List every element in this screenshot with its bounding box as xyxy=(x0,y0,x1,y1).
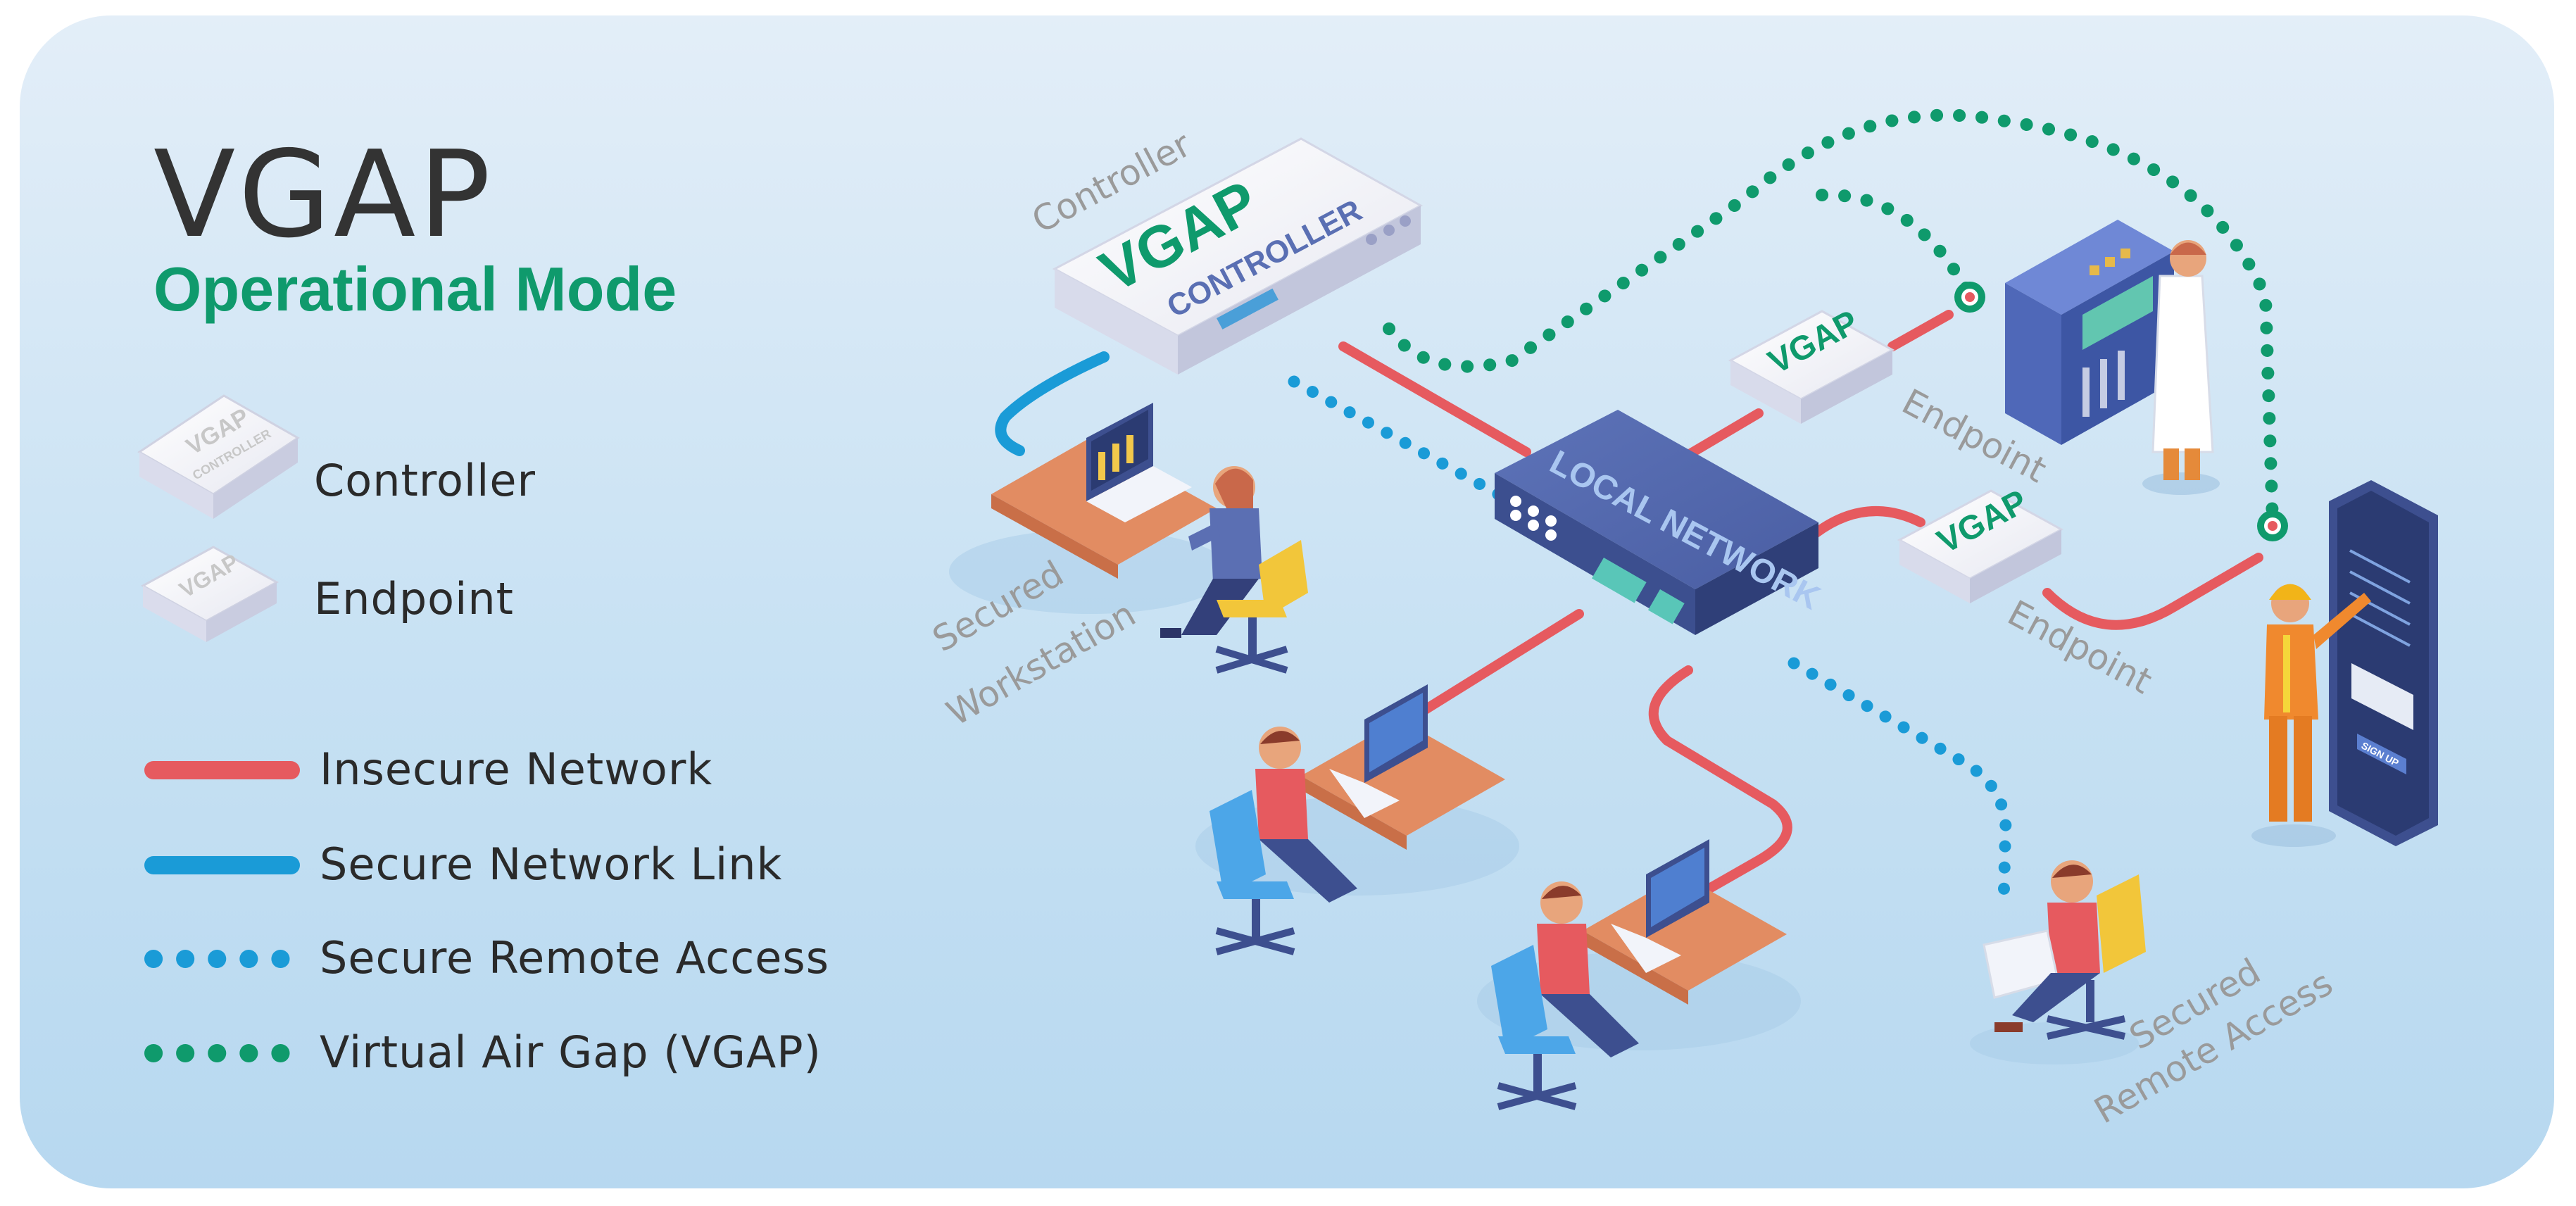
legend-secure-link-label: Secure Network Link xyxy=(320,838,783,890)
page-subtitle: Operational Mode xyxy=(153,254,677,324)
local-network-switch: LOCAL NETWORK xyxy=(1495,410,1826,635)
insecure-desk-2 xyxy=(1477,839,1801,1110)
endpoint-top-device: VGAP Endpoint xyxy=(1728,303,2053,491)
diagram-card: VGAP Operational Mode Controller Endpoin… xyxy=(20,15,2554,1188)
insecure-line-controller-switch xyxy=(1338,341,1531,457)
legend-insecure-label: Insecure Network xyxy=(320,743,713,795)
technician-figure xyxy=(2251,584,2371,847)
legend-controller-icon: VGAP CONTROLLER xyxy=(137,394,300,519)
secured-remote-access: Secured Remote Access xyxy=(1970,860,2339,1131)
insecure-line-switch-endpoint-top xyxy=(1676,408,1764,464)
scientist-figure xyxy=(2142,240,2220,495)
insecure-line-switch-desk2 xyxy=(1648,665,1792,893)
insecure-line-switch-endpoint-mid xyxy=(1807,506,1925,541)
vgap-connection-nodes xyxy=(1954,282,2288,541)
vgap-controller-device: VGAP CONTROLLER Controller xyxy=(1025,124,1424,375)
endpoint-mid-label: Endpoint xyxy=(2001,592,2159,702)
insecure-desk-1 xyxy=(1195,684,1519,955)
industrial-control-machine xyxy=(2005,220,2174,445)
secure-remote-access-lines xyxy=(1288,375,2012,909)
legend-controller-label: Controller xyxy=(314,455,536,506)
legend-vgap-label: Virtual Air Gap (VGAP) xyxy=(320,1026,822,1078)
network-diagram: VGAP CONTROLLER VGAP xyxy=(137,108,2438,1131)
insecure-line-endpoint-mid-worker xyxy=(2042,553,2263,630)
legend-endpoint-label: Endpoint xyxy=(314,573,514,624)
remote-access-line-switch-remote xyxy=(1788,657,2012,909)
insecure-network-lines xyxy=(1338,310,2263,893)
endpoint-mid-device: VGAP Endpoint xyxy=(1897,483,2159,702)
vgap-lines xyxy=(1383,108,2279,529)
legend-endpoint-icon: VGAP xyxy=(140,546,279,642)
secured-workstation: Secured Workstation xyxy=(926,403,1308,734)
insecure-line-endpoint-top-machine xyxy=(1887,310,1954,351)
vgap-line-branch-machine xyxy=(1816,188,1976,300)
page-title: VGAP xyxy=(153,125,494,265)
insecure-line-switch-desk1 xyxy=(1416,609,1584,717)
secure-link-line xyxy=(995,351,1110,456)
mobile-phone: SIGN UP xyxy=(2329,480,2438,846)
legend-remote-access-label: Secure Remote Access xyxy=(320,932,830,984)
remote-access-line-controller-switch xyxy=(1288,375,1504,501)
vgap-line-controller-worker xyxy=(1383,108,2279,529)
